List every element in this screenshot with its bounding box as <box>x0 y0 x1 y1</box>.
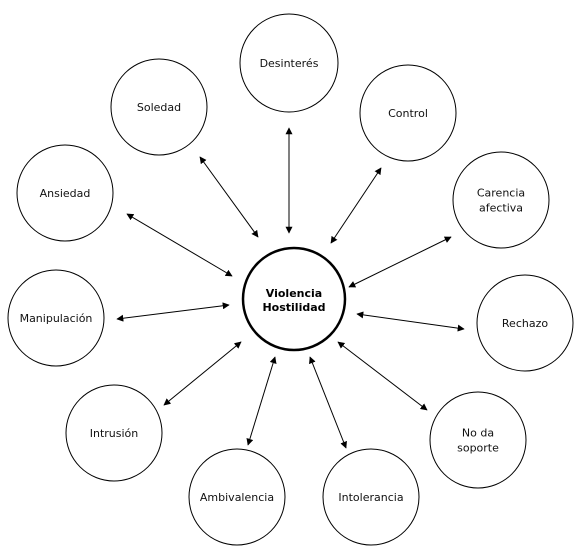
node-label-ansiedad-line-1: Ansiedad <box>40 187 91 200</box>
node-circle-no-da-soporte <box>429 391 527 489</box>
center-node: Violencia Hostilidad <box>241 246 347 352</box>
node-label-intolerancia-line-1: Intolerancia <box>338 491 403 504</box>
node-desinteres: Desinterés <box>239 13 339 113</box>
arrow-ambivalencia <box>246 356 277 446</box>
node-circle-intrusion <box>65 384 163 482</box>
arrow-soledad <box>199 156 259 238</box>
node-label-intrusion-line-1: Intrusión <box>90 427 139 440</box>
arrow-control <box>330 167 382 244</box>
node-circle-rechazo <box>476 274 574 372</box>
node-label-carencia-afectiva-line-1: Carencia <box>477 187 525 200</box>
center-label-line-2: Hostilidad <box>262 301 325 314</box>
node-circle-intolerancia <box>322 448 420 546</box>
node-label-no-da-soporte-line-1: No da <box>462 427 494 440</box>
node-intolerancia: Intolerancia <box>322 448 420 546</box>
arrow-intolerancia <box>309 356 347 449</box>
node-label-no-da-soporte-line-2: soporte <box>457 442 499 455</box>
node-control: Control <box>359 64 457 162</box>
node-carencia-afectiva: Carencia afectiva <box>452 151 550 249</box>
node-intrusion: Intrusión <box>65 384 163 482</box>
arrow-carencia-afectiva <box>348 236 452 288</box>
node-circle-control <box>359 64 457 162</box>
arrow-rechazo <box>356 311 465 332</box>
arrow-no-da-soporte <box>337 341 428 411</box>
arrow-ansiedad <box>126 213 233 277</box>
node-soledad: Soledad <box>110 58 208 156</box>
connections <box>116 127 465 449</box>
arrow-manipulacion <box>116 302 230 322</box>
node-ambivalencia: Ambivalencia <box>188 448 286 546</box>
node-ansiedad: Ansiedad <box>16 144 114 242</box>
node-manipulacion: Manipulación <box>7 269 105 367</box>
node-label-soledad-line-1: Soledad <box>137 101 181 114</box>
arrow-intrusion <box>163 341 242 406</box>
node-label-desinteres-line-1: Desinterés <box>260 57 319 70</box>
node-rechazo: Rechazo <box>476 274 574 372</box>
node-label-rechazo-line-1: Rechazo <box>502 317 548 330</box>
node-label-ambivalencia-line-1: Ambivalencia <box>200 491 274 504</box>
node-no-da-soporte: No da soporte <box>429 391 527 489</box>
node-circle-ansiedad <box>16 144 114 242</box>
node-label-control-line-1: Control <box>388 107 428 120</box>
node-circle-desinteres <box>239 13 339 113</box>
node-circle-ambivalencia <box>188 448 286 546</box>
center-circle <box>241 246 347 352</box>
center-label-line-1: Violencia <box>266 287 322 300</box>
node-circle-manipulacion <box>7 269 105 367</box>
node-circle-carencia-afectiva <box>452 151 550 249</box>
node-circle-soledad <box>110 58 208 156</box>
node-label-carencia-afectiva-line-2: afectiva <box>479 202 523 215</box>
node-label-manipulacion-line-1: Manipulación <box>20 312 93 325</box>
